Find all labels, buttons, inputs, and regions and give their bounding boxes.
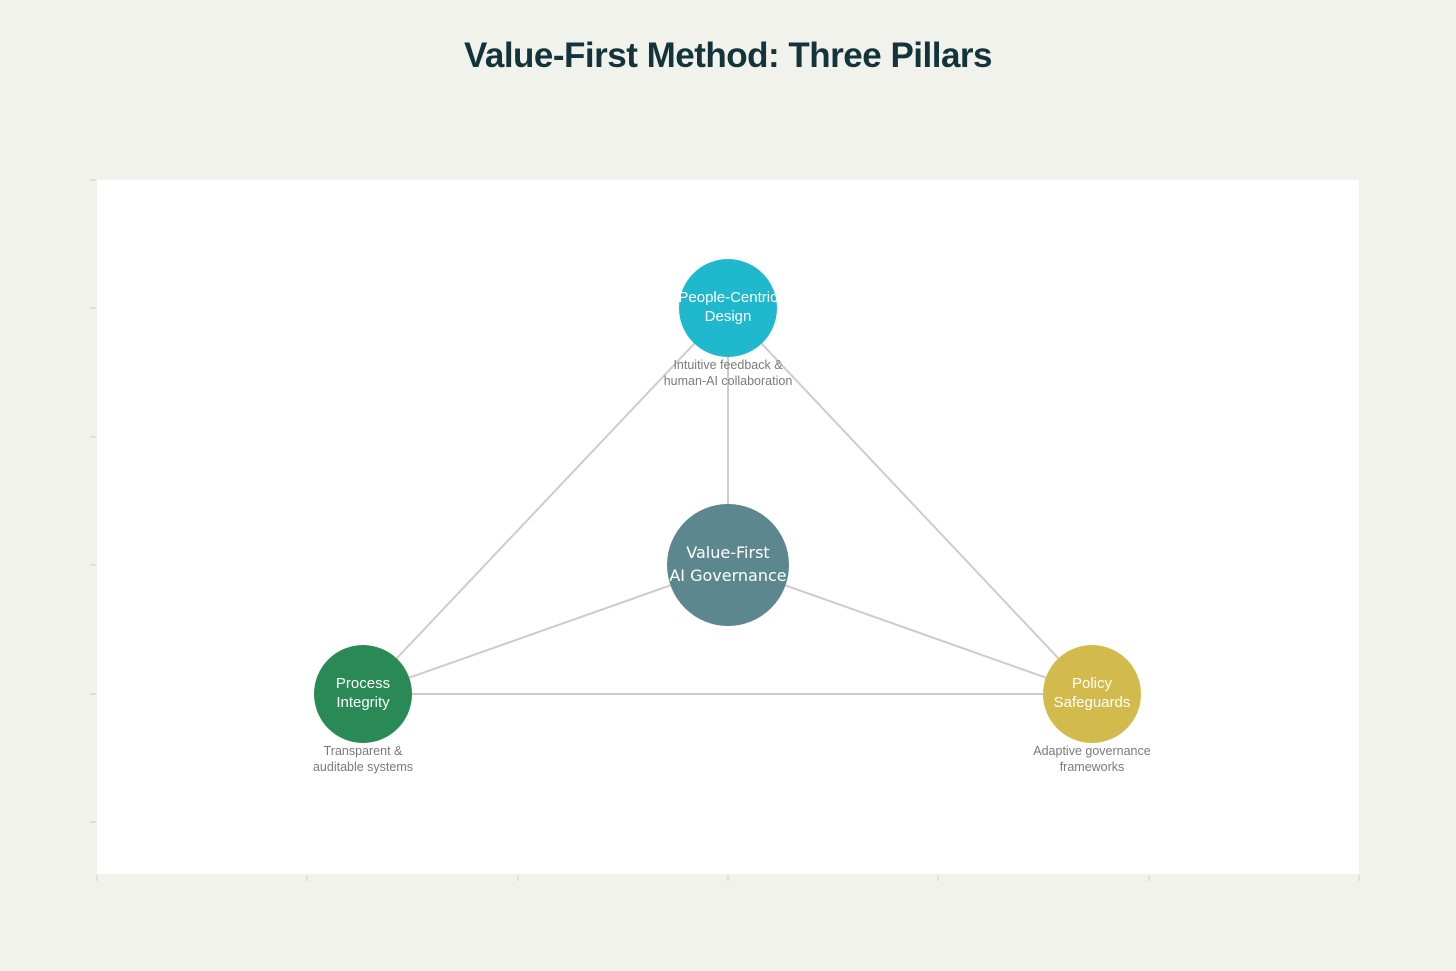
pillar-node-policy: Policy Safeguards Adaptive governance fr… xyxy=(1033,645,1151,774)
center-node-label-line1: Value-First xyxy=(686,543,769,562)
pillar-node-process-label-line2: Integrity xyxy=(336,694,390,711)
x-axis-ticks xyxy=(96,875,1360,881)
pillar-policy-description-line1: Adaptive governance xyxy=(1033,744,1150,758)
edge-center-process xyxy=(362,564,729,695)
edge-people-policy xyxy=(727,307,1093,695)
pillar-node-people-label-line2: Design xyxy=(705,308,752,325)
y-axis-ticks xyxy=(90,179,96,823)
pillar-process-description-line2: auditable systems xyxy=(313,760,413,774)
edge-center-policy xyxy=(727,564,1093,695)
pillar-process-description-line1: Transparent & xyxy=(324,744,403,758)
pillar-node-people-label-line1: People-Centric xyxy=(678,289,778,306)
pillar-node-people: People-Centric Design Intuitive feedback… xyxy=(664,259,793,388)
pillar-people-description-line1: Intuitive feedback & xyxy=(673,358,783,372)
pillar-node-process: Process Integrity Transparent & auditabl… xyxy=(313,645,413,774)
pillar-node-people-circle xyxy=(679,259,777,357)
pillar-people-description-line2: human-AI collaboration xyxy=(664,374,793,388)
center-node-label-line2: AI Governance xyxy=(669,566,786,585)
pillar-node-policy-circle xyxy=(1043,645,1141,743)
pillar-node-process-circle xyxy=(314,645,412,743)
center-node-circle xyxy=(667,504,789,626)
pillar-node-policy-label-line2: Safeguards xyxy=(1054,694,1131,711)
pillar-policy-description-line2: frameworks xyxy=(1060,760,1125,774)
edge-people-process xyxy=(362,307,729,695)
diagram-title: Value-First Method: Three Pillars xyxy=(463,36,993,75)
pillar-node-policy-label-line1: Policy xyxy=(1072,675,1113,692)
center-node: Value-First AI Governance xyxy=(667,504,789,626)
pillar-node-process-label-line1: Process xyxy=(336,675,390,692)
